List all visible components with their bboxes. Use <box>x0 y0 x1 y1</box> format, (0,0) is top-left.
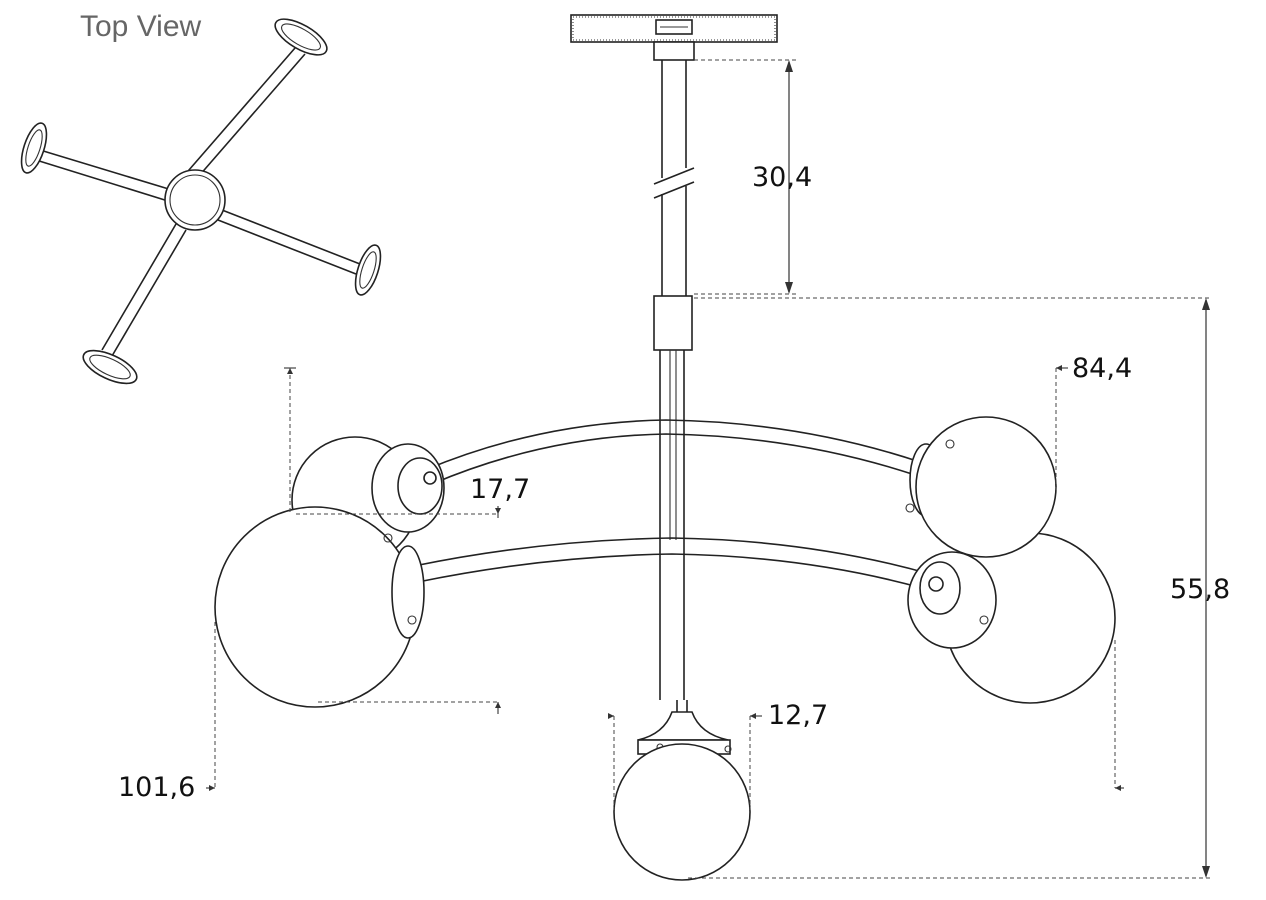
globe-bottom <box>613 700 751 881</box>
dim-arm-span-value: 84,4 <box>1072 353 1132 384</box>
globe-upper-right <box>905 416 1057 558</box>
top-view: Top View <box>20 10 382 385</box>
top-view-cup-right <box>354 244 382 296</box>
dim-bottom-globe-value: 12,7 <box>768 700 828 731</box>
stem <box>653 41 695 700</box>
lower-arm <box>413 537 931 589</box>
globe-lower-right-mount <box>907 551 997 649</box>
dim-upper-globe-value: 17,7 <box>470 474 530 505</box>
dim-overall-height-value: 55,8 <box>1170 574 1230 605</box>
top-view-cup-upper-right <box>274 18 328 56</box>
dim-overall-height: 55,8 <box>688 297 1230 879</box>
dim-overall-width: 101,6 <box>118 622 1124 803</box>
dim-stem-length: 30,4 <box>694 59 812 295</box>
globe-front-left <box>214 506 425 708</box>
top-view-cup-lower-left <box>82 349 138 385</box>
top-view-cup-left <box>20 122 48 174</box>
globe-upper-left-mount <box>371 443 445 533</box>
dim-overall-width-value: 101,6 <box>118 772 195 803</box>
dim-upper-globe: 17,7 <box>296 474 530 518</box>
top-view-hub <box>164 169 226 231</box>
dim-stem-length-value: 30,4 <box>752 162 812 193</box>
ceiling-track <box>570 14 778 43</box>
upper-arm <box>424 419 921 485</box>
top-view-label: Top View <box>80 10 202 43</box>
dim-arm-span: 84,4 <box>284 353 1132 514</box>
dim-bottom-globe: 12,7 <box>608 700 828 810</box>
top-view-arms <box>35 47 361 357</box>
